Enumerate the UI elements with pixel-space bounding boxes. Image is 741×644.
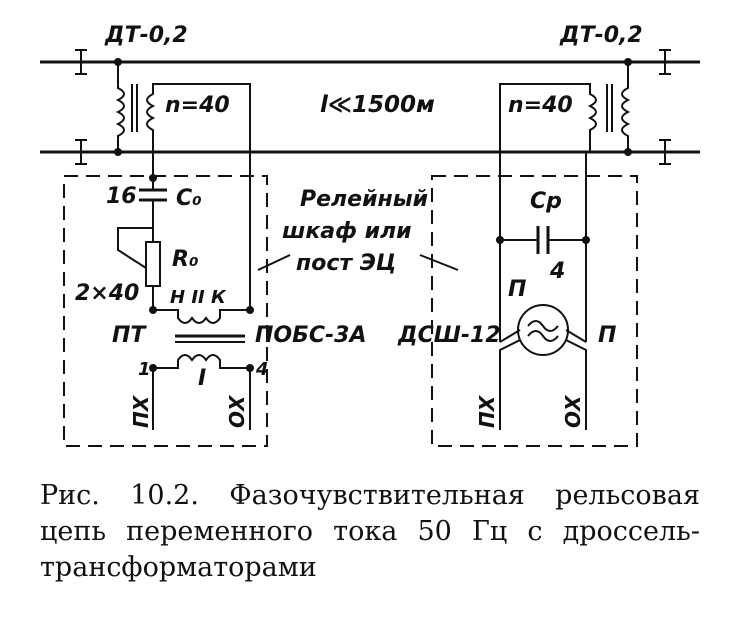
label-cp: Cр (530, 189, 562, 214)
label-nodes: Н II К (170, 287, 227, 308)
label-p-top: П (508, 277, 526, 302)
label-length: l≪1500м (320, 92, 435, 118)
insulating-joints (75, 49, 671, 165)
label-cabinet-line2: шкаф или (282, 219, 412, 244)
right-circuit (496, 152, 590, 430)
label-cabinet-line3: пост ЭЦ (296, 251, 396, 276)
label-dt-right: ДТ-0,2 (559, 23, 643, 48)
label-ox-right: ОХ (561, 394, 585, 428)
label-c4: 4 (549, 259, 565, 284)
cabinet-pointer-right (419, 254, 459, 271)
label-c0: C₀ (176, 186, 202, 211)
left-circuit (117, 152, 254, 430)
label-px-right: ПХ (475, 394, 499, 428)
label-cabinet-line1: Релейный (300, 187, 428, 212)
label-n-right: n=40 (508, 93, 573, 118)
figure-caption: Рис. 10.2. Фазочувствительная рельсовая … (40, 480, 700, 583)
label-pobs: ПОБС-3А (255, 323, 367, 348)
label-dt-left: ДТ-0,2 (104, 23, 188, 48)
label-c16: 16 (106, 184, 137, 209)
cabinet-right-frame (431, 175, 638, 447)
label-pt: ПТ (112, 323, 147, 348)
label-p-right: П (598, 323, 616, 348)
label-r0: R₀ (172, 247, 199, 272)
label-px-left: ПХ (129, 394, 153, 428)
label-dsh12: ДСШ-12 (397, 323, 501, 348)
label-r-value: 2×40 (75, 281, 139, 306)
label-ox-left: ОХ (225, 394, 249, 428)
choke-transformer-right (499, 58, 632, 156)
choke-transformer-left (114, 58, 251, 156)
circuit-diagram: ДТ-0,2 ДТ-0,2 n=40 n=40 l≪1500м 16 C₀ R₀… (40, 23, 700, 447)
label-terminal-4: 4 (255, 359, 269, 380)
label-winding-i: I (198, 366, 206, 391)
label-terminal-1: 1 (138, 359, 151, 380)
cabinet-left-frame (63, 175, 268, 447)
cabinet-pointer-left (257, 254, 291, 271)
label-n-left: n=40 (165, 93, 230, 118)
